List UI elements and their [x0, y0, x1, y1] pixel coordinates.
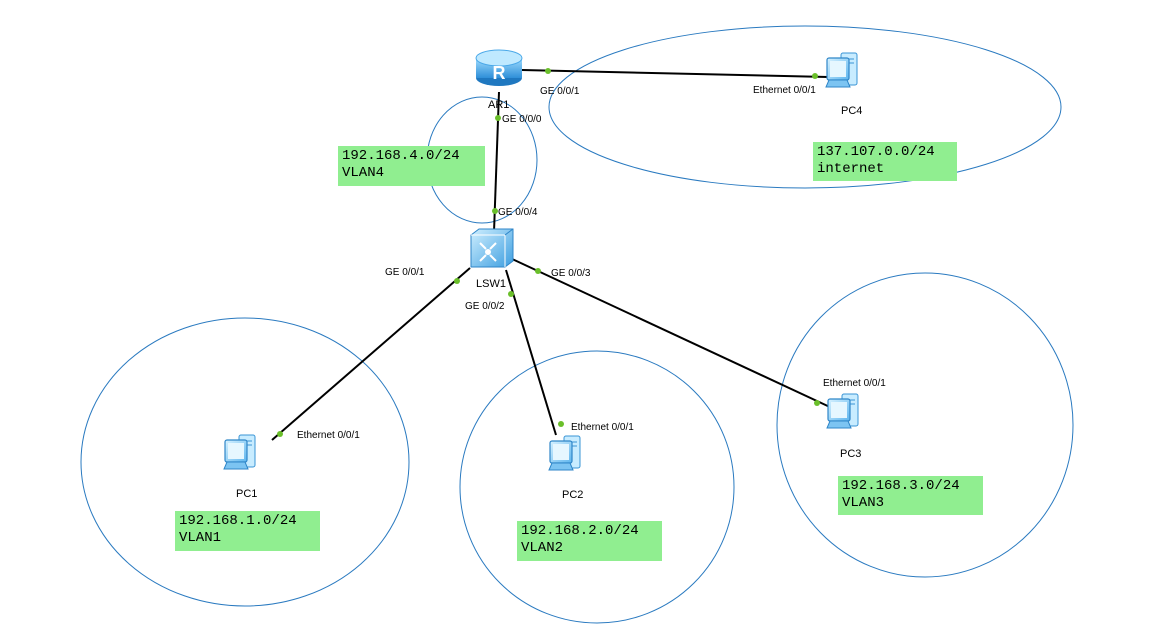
pc3-label: PC3 [840, 448, 861, 460]
pc1-computer-icon[interactable] [223, 434, 256, 470]
note-vlan1-label: VLAN1 [179, 530, 222, 546]
port-label-pc1-eth: Ethernet 0/0/1 [297, 430, 360, 441]
router-label: AR1 [488, 99, 509, 111]
note-vlan2-subnet: 192.168.2.0/24 [521, 523, 639, 539]
note-vlan4-subnet: 192.168.4.0/24 [342, 148, 460, 164]
port-dot-pc2-eth [558, 421, 564, 427]
note-vlan1-subnet: 192.168.1.0/24 [179, 513, 297, 529]
port-dot-pc3-eth [814, 400, 820, 406]
note-internet-label: internet [817, 161, 885, 177]
zone-vlan2 [459, 350, 735, 624]
pc1-label: PC1 [236, 488, 257, 500]
port-label-ar1-ge001: GE 0/0/1 [540, 86, 580, 97]
pc3-computer-icon[interactable] [826, 393, 859, 429]
router-icon[interactable]: R [475, 49, 523, 86]
note-vlan3-label: VLAN3 [842, 495, 885, 511]
note-internet: 137.107.0.0/24 internet [813, 142, 957, 181]
note-internet-subnet: 137.107.0.0/24 [817, 144, 935, 160]
note-vlan2: 192.168.2.0/24 VLAN2 [517, 521, 662, 561]
port-dot-ar1-ge000 [495, 115, 501, 121]
link-lsw1-pc3 [509, 257, 833, 409]
port-label-lsw1-ge004: GE 0/0/4 [498, 207, 538, 218]
link-lsw1-pc1 [271, 267, 471, 441]
zone-vlan1 [80, 317, 410, 607]
note-vlan1: 192.168.1.0/24 VLAN1 [175, 511, 320, 551]
port-label-lsw1-ge001: GE 0/0/1 [385, 267, 425, 278]
zone-internet [548, 25, 1062, 189]
pc4-computer-icon[interactable] [825, 52, 858, 88]
router-glyph: R [493, 63, 506, 83]
port-dot-pc4-eth [812, 73, 818, 79]
port-label-pc2-eth: Ethernet 0/0/1 [571, 422, 634, 433]
port-dot-lsw1-ge003 [535, 268, 541, 274]
port-label-lsw1-ge002: GE 0/0/2 [465, 301, 505, 312]
port-dot-ar1-ge001 [545, 68, 551, 74]
port-dot-lsw1-ge001 [454, 278, 460, 284]
link-ar1-pc4 [521, 69, 829, 78]
port-dot-lsw1-ge002 [508, 291, 514, 297]
note-vlan3: 192.168.3.0/24 VLAN3 [838, 476, 983, 515]
port-label-pc4-eth: Ethernet 0/0/1 [753, 85, 816, 96]
port-label-pc3-eth: Ethernet 0/0/1 [823, 378, 886, 389]
note-vlan4: 192.168.4.0/24 VLAN4 [338, 146, 485, 186]
note-vlan4-label: VLAN4 [342, 165, 385, 181]
port-label-ar1-ge000: GE 0/0/0 [502, 114, 542, 125]
switch-icon[interactable] [470, 228, 514, 268]
zone-vlan3 [776, 272, 1074, 578]
port-dot-lsw1-ge004 [492, 208, 498, 214]
port-dot-pc1-eth [277, 431, 283, 437]
link-lsw1-pc2 [505, 269, 557, 436]
note-vlan3-subnet: 192.168.3.0/24 [842, 478, 960, 494]
pc4-label: PC4 [841, 105, 862, 117]
port-label-lsw1-ge003: GE 0/0/3 [551, 268, 591, 279]
pc2-label: PC2 [562, 489, 583, 501]
note-vlan2-label: VLAN2 [521, 540, 564, 556]
pc2-computer-icon[interactable] [548, 435, 581, 471]
switch-label: LSW1 [476, 278, 506, 290]
